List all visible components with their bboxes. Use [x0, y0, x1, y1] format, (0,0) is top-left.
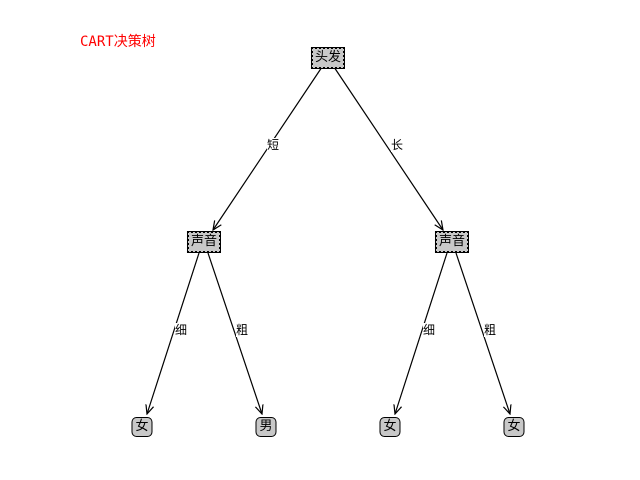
edge-label-thick-left: 粗 [235, 323, 249, 337]
edge-left-left [147, 252, 200, 414]
edge-left-right [207, 252, 262, 414]
leaf-node-male: 男 [255, 417, 277, 437]
edge-label-short: 短 [266, 138, 280, 152]
edge-label-long: 长 [390, 138, 404, 152]
leaf-node-female-1: 女 [131, 417, 153, 437]
edge-label-thin-left: 细 [174, 323, 188, 337]
diagram-title: CART决策树 [80, 34, 156, 50]
leaf-node-female-2: 女 [379, 417, 401, 437]
edge-right-right [455, 252, 510, 414]
edge-right-left [395, 252, 448, 414]
decision-node-voice-left: 声音 [186, 231, 222, 253]
edge-label-thin-right: 细 [422, 323, 436, 337]
decision-node-voice-right: 声音 [434, 231, 470, 253]
root-node-hair: 头发 [310, 47, 346, 69]
edge-root-right [333, 66, 443, 230]
edge-label-thick-right: 粗 [483, 323, 497, 337]
leaf-node-female-3: 女 [503, 417, 525, 437]
